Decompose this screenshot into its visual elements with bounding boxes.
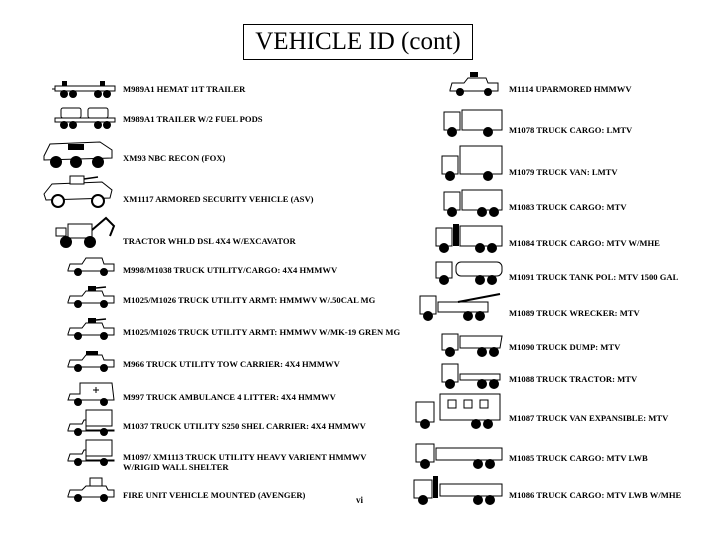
wrecker-truck-icon (419, 293, 501, 321)
vehicle-label: M1090 TRUCK DUMP: MTV (509, 342, 621, 352)
vehicle-label: M1086 TRUCK CARGO: MTV LWB W/MHE (509, 490, 682, 500)
vehicle-label: M1025/M1026 TRUCK UTILITY ARMT: HMMWV W/… (123, 295, 376, 305)
tank-truck-icon (435, 261, 503, 285)
cargo-truck-lwb-icon (415, 443, 503, 469)
uparmored-hmmwv-icon (449, 72, 499, 96)
vehicle-label: M1084 TRUCK CARGO: MTV W/MHE (509, 238, 660, 248)
vehicle-label: M989A1 TRAILER W/2 FUEL PODS (123, 114, 263, 124)
cargo-truck-lwb-crane-icon (413, 476, 503, 505)
vehicle-label: M998/M1038 TRUCK UTILITY/CARGO: 4X4 HMMW… (123, 265, 338, 275)
vehicle-label: XM93 NBC RECON (FOX) (123, 153, 226, 163)
trailer-icon (52, 81, 116, 98)
vehicle-label: XM1117 ARMORED SECURITY VEHICLE (ASV) (123, 194, 314, 204)
vehicle-label: TRACTOR WHLD DSL 4X4 W/EXCAVATOR (123, 236, 296, 246)
fuel-pod-trailer-icon (54, 107, 116, 129)
dump-truck-icon (441, 333, 503, 357)
vehicle-label: M1091 TRUCK TANK POL: MTV 1500 GAL (509, 272, 679, 282)
hmmwv-armed-icon (67, 286, 115, 308)
page-number: vi (356, 495, 364, 505)
hmmwv-tow-icon (67, 351, 115, 372)
vehicle-label: M1089 TRUCK WRECKER: MTV (509, 308, 640, 318)
hmmwv-armed-icon (67, 318, 115, 340)
vehicle-label: M1079 TRUCK VAN: LMTV (509, 167, 618, 177)
vehicle-label: M1114 UPARMORED HMMWV (509, 84, 632, 94)
armored-vehicle-icon (43, 175, 113, 208)
vehicle-label: M1037 TRUCK UTILITY S250 SHEL CARRIER: 4… (123, 421, 366, 431)
van-truck-icon (441, 145, 503, 181)
tractor-truck-icon (441, 363, 501, 389)
avenger-icon (67, 477, 115, 502)
vehicle-label: M1088 TRUCK TRACTOR: MTV (509, 374, 638, 384)
vehicle-label: M1085 TRUCK CARGO: MTV LWB (509, 453, 648, 463)
vehicle-label: M989A1 HEMAT 11T TRAILER (123, 84, 246, 94)
recon-vehicle-icon (43, 141, 113, 168)
cargo-truck-icon (443, 109, 503, 137)
excavator-tractor-icon (55, 216, 116, 248)
hmmwv-heavy-shelter-icon (67, 439, 115, 466)
vehicle-label: M1078 TRUCK CARGO: LMTV (509, 125, 633, 135)
cargo-truck-icon (443, 189, 503, 217)
vehicle-label: M1083 TRUCK CARGO: MTV (509, 202, 627, 212)
vehicle-label: M1087 TRUCK VAN EXPANSIBLE: MTV (509, 413, 669, 423)
vehicle-label: M997 TRUCK AMBULANCE 4 LITTER: 4X4 HMMWV (123, 392, 336, 402)
cargo-truck-crane-icon (435, 224, 503, 253)
hmmwv-shelter-icon (67, 409, 115, 436)
vehicle-label-line2: W/RIGID WALL SHELTER (123, 462, 229, 472)
vehicle-label: M966 TRUCK UTILITY TOW CARRIER: 4X4 HMMW… (123, 359, 340, 369)
hmmwv-icon (67, 257, 115, 276)
hmmwv-ambulance-icon (67, 382, 115, 406)
page-title: VEHICLE ID (cont) (243, 24, 473, 60)
vehicle-label: FIRE UNIT VEHICLE MOUNTED (AVENGER) (123, 490, 306, 500)
vehicle-label: M1097/ XM1113 TRUCK UTILITY HEAVY VARIEN… (123, 452, 367, 462)
vehicle-label: M1025/M1026 TRUCK UTILITY ARMT: HMMWV W/… (123, 327, 401, 337)
expansible-van-icon (415, 393, 501, 429)
